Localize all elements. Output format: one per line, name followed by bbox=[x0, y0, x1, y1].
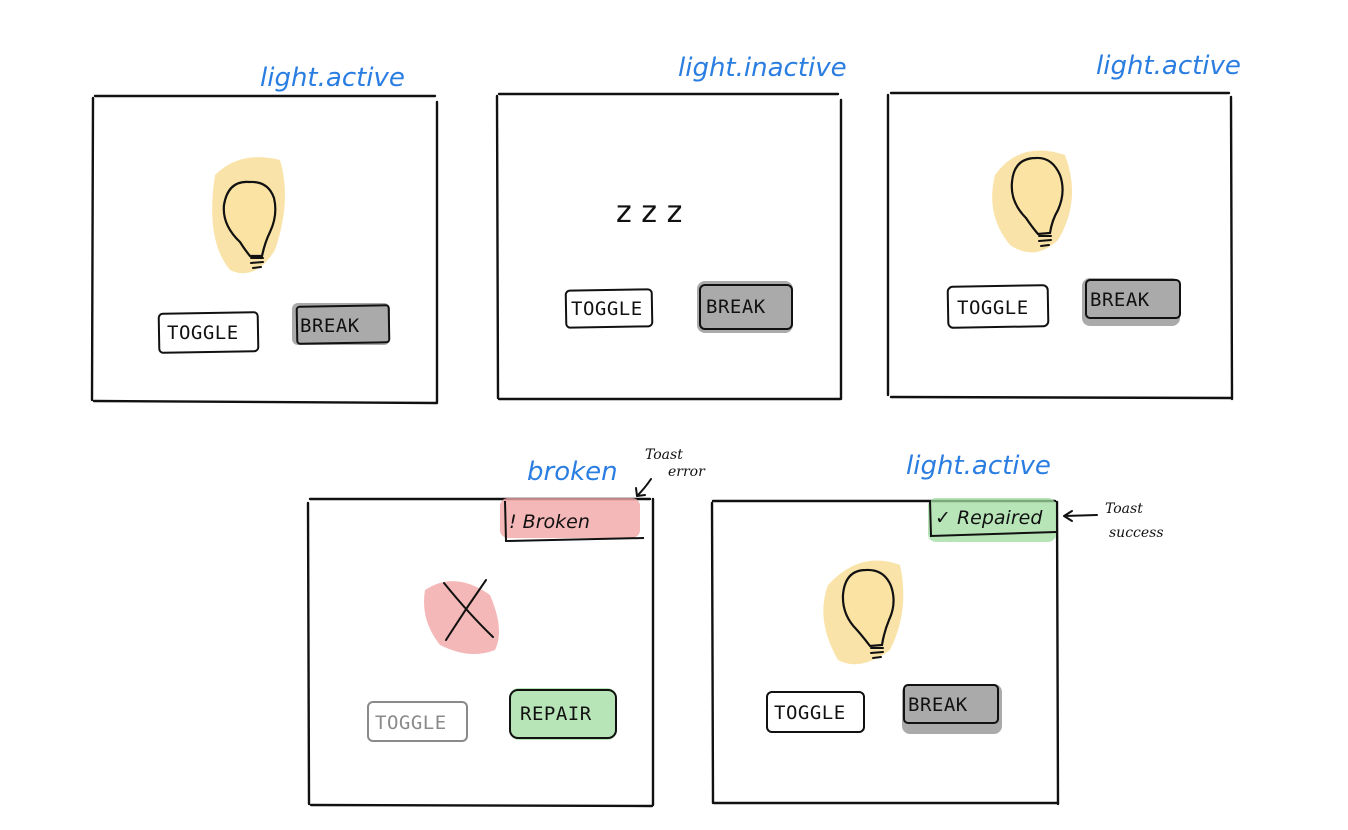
toast-annotation-line-2: error bbox=[668, 464, 706, 480]
break-button[interactable]: BREAK bbox=[697, 281, 793, 333]
lightbulb-icon bbox=[823, 560, 904, 665]
break-button-label: BREAK bbox=[706, 296, 766, 318]
panel-frame bbox=[710, 499, 1060, 806]
toast-success-text: ✓ Repaired bbox=[935, 507, 1043, 529]
lightbulb-icon bbox=[212, 157, 285, 274]
panel-frame bbox=[90, 94, 439, 405]
break-button-label: BREAK bbox=[300, 315, 360, 337]
state-label: light.active bbox=[906, 451, 1051, 481]
arrow-icon bbox=[635, 478, 652, 497]
state-label: light.active bbox=[1096, 51, 1241, 81]
state-label: light.inactive bbox=[678, 53, 847, 83]
panel-light-active-2: light.active TOGGLE BREAK bbox=[886, 51, 1241, 401]
toast-success: ✓ Repaired bbox=[928, 498, 1057, 542]
toggle-button-label: TOGGLE bbox=[571, 298, 643, 320]
break-button[interactable]: BREAK bbox=[1082, 278, 1181, 326]
toast-annotation-line-2: success bbox=[1109, 525, 1164, 541]
repair-button[interactable]: REPAIR bbox=[509, 688, 617, 740]
toggle-button[interactable]: TOGGLE bbox=[564, 288, 654, 329]
toggle-button-label: TOGGLE bbox=[774, 702, 846, 724]
break-button-label: BREAK bbox=[1090, 289, 1150, 311]
break-button-label: BREAK bbox=[908, 694, 968, 716]
panel-frame bbox=[886, 91, 1234, 401]
panel-frame bbox=[495, 92, 843, 401]
state-label: broken bbox=[527, 457, 618, 487]
toast-annotation-line-1: Toast bbox=[645, 447, 683, 463]
toggle-button-label: TOGGLE bbox=[167, 322, 239, 344]
lightbulb-icon bbox=[992, 150, 1073, 253]
toggle-button[interactable]: TOGGLE bbox=[157, 311, 260, 354]
panel-light-inactive: light.inactive z z z TOGGLE BREAK bbox=[495, 53, 847, 401]
toggle-button-label: TOGGLE bbox=[957, 297, 1029, 319]
repair-button-label: REPAIR bbox=[520, 703, 592, 725]
toast-error-text: ! Broken bbox=[509, 511, 590, 533]
panel-broken: broken Toast error ! Broken TOGGLE REPAI… bbox=[306, 447, 706, 808]
panel-light-active-repaired: light.active ✓ Repaired Toast success TO… bbox=[710, 451, 1164, 806]
break-button[interactable]: BREAK bbox=[292, 303, 391, 345]
arrow-icon bbox=[1063, 510, 1098, 522]
toggle-button[interactable]: TOGGLE bbox=[766, 691, 865, 733]
x-mark-icon bbox=[424, 579, 499, 654]
sleep-zzz-icon: z z z bbox=[616, 195, 682, 230]
state-label: light.active bbox=[260, 63, 405, 93]
toast-error: ! Broken bbox=[500, 498, 645, 543]
panel-frame bbox=[306, 497, 655, 808]
toggle-button-label: TOGGLE bbox=[375, 712, 447, 734]
toggle-button[interactable]: TOGGLE bbox=[946, 284, 1050, 329]
toggle-button-disabled[interactable]: TOGGLE bbox=[367, 701, 468, 742]
break-button[interactable]: BREAK bbox=[902, 684, 1002, 734]
toast-annotation-line-1: Toast bbox=[1105, 501, 1143, 517]
panel-light-active-1: light.active TOGGLE BREAK bbox=[90, 63, 439, 405]
